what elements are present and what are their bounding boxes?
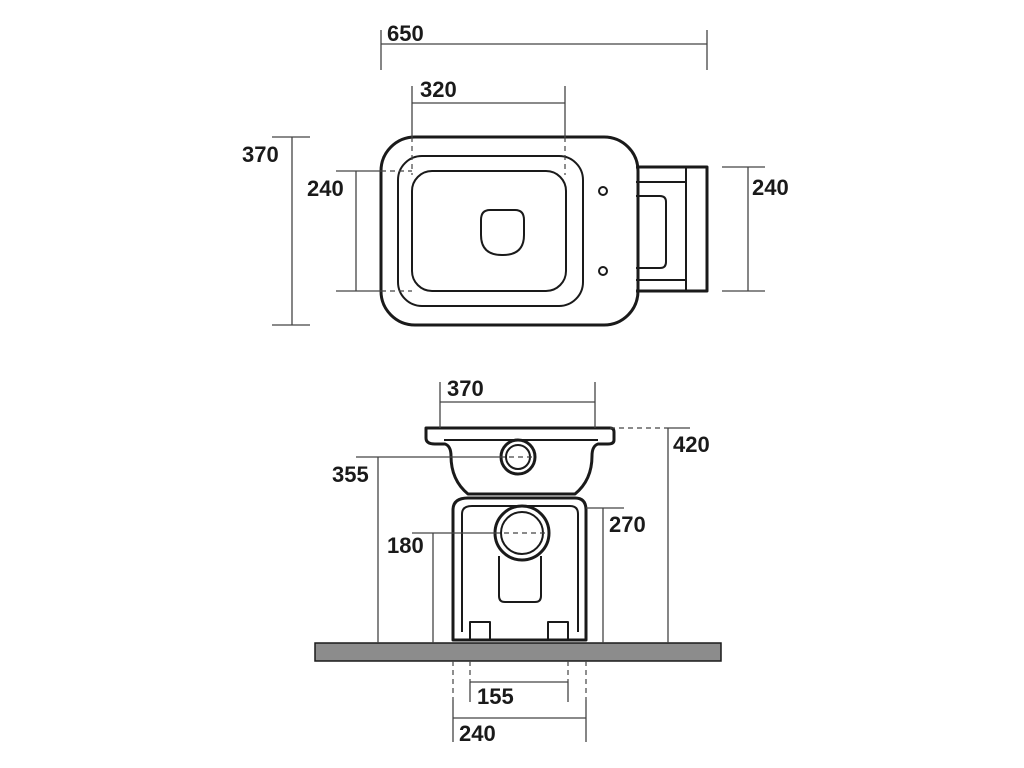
dim-label-cistern-width: 240 <box>752 175 789 200</box>
dim-label-overall-length: 650 <box>387 21 424 46</box>
hinge-hole-top <box>598 186 608 196</box>
dim-label-bowl-length: 320 <box>420 77 457 102</box>
top-bowl-opening <box>411 170 567 292</box>
hinge-hole-bottom <box>598 266 608 276</box>
dim-label-bowl-axis-height: 355 <box>332 462 369 487</box>
outlet-pipe <box>498 556 542 603</box>
dim-label-inner-base-width: 155 <box>477 684 514 709</box>
dim-label-bowl-width: 240 <box>307 176 344 201</box>
dim-label-top-width: 370 <box>447 376 484 401</box>
top-rear-connector <box>636 165 709 293</box>
top-water-area <box>480 209 525 256</box>
top-rim-outline <box>397 155 584 307</box>
dim-label-pedestal-height: 270 <box>609 512 646 537</box>
front-pedestal <box>451 496 588 642</box>
foot-left <box>469 621 491 641</box>
front-view: 370 420 355 270 180 155 240 <box>314 376 722 746</box>
dim-label-base-width: 240 <box>459 721 496 746</box>
front-bowl-profile <box>424 426 616 496</box>
top-view: 650 320 370 240 240 <box>242 21 789 327</box>
top-seat-outline <box>379 135 640 327</box>
dim-label-total-height: 420 <box>673 432 710 457</box>
foot-right <box>547 621 569 641</box>
connector-edges <box>636 181 686 281</box>
dim-label-overall-width: 370 <box>242 142 279 167</box>
connector-recess <box>636 195 667 269</box>
floor-slab <box>314 642 722 662</box>
front-pedestal-inner <box>461 505 579 632</box>
dim-label-outlet-height: 180 <box>387 533 424 558</box>
